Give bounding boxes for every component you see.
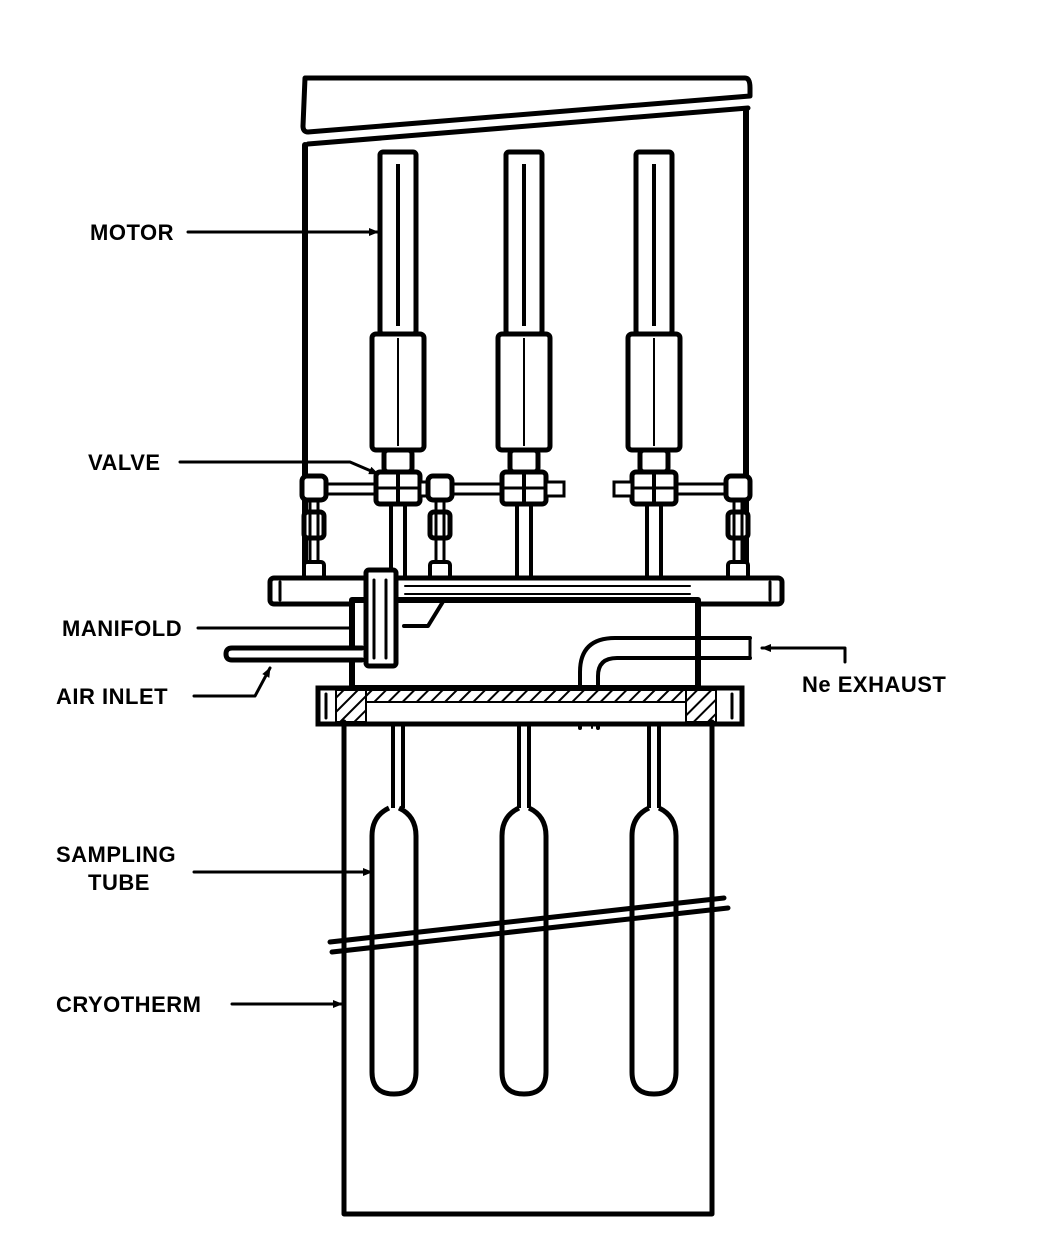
label-sampling-tube-line2: TUBE [88, 870, 150, 895]
valve-stub [612, 480, 634, 498]
air-inlet-pipe [223, 645, 365, 663]
label-ne-exhaust: Ne EXHAUST [802, 672, 946, 697]
label-valve: VALVE [88, 450, 161, 475]
labels: MOTOR VALVE MANIFOLD AIR INLET Ne EXHAUS… [56, 220, 946, 1017]
connector-nut [725, 509, 751, 541]
valve-stub [544, 480, 566, 498]
motor-housing [300, 75, 753, 585]
valve-coupling [507, 447, 541, 475]
connector-nut [427, 509, 453, 541]
connector-nut [301, 509, 327, 541]
sampling-tube [499, 805, 549, 1097]
sampling-tube [369, 805, 419, 1097]
ne-exhaust-pipe [578, 636, 752, 730]
label-motor: MOTOR [90, 220, 174, 245]
cryotherm-vessel [341, 719, 715, 1217]
elbow-fitting [299, 473, 329, 503]
elbow-fitting [425, 473, 455, 503]
label-sampling-tube-line1: SAMPLING [56, 842, 176, 867]
break-lines [327, 895, 731, 955]
label-manifold: MANIFOLD [62, 616, 182, 641]
valve-coupling [381, 447, 415, 475]
sampling-tube [629, 805, 679, 1097]
valve-coupling [637, 447, 671, 475]
manifold [349, 567, 701, 691]
label-cryotherm: CRYOTHERM [56, 992, 201, 1017]
label-air-inlet: AIR INLET [56, 684, 168, 709]
elbow-fitting [723, 473, 753, 503]
mounting-flange [315, 685, 745, 727]
